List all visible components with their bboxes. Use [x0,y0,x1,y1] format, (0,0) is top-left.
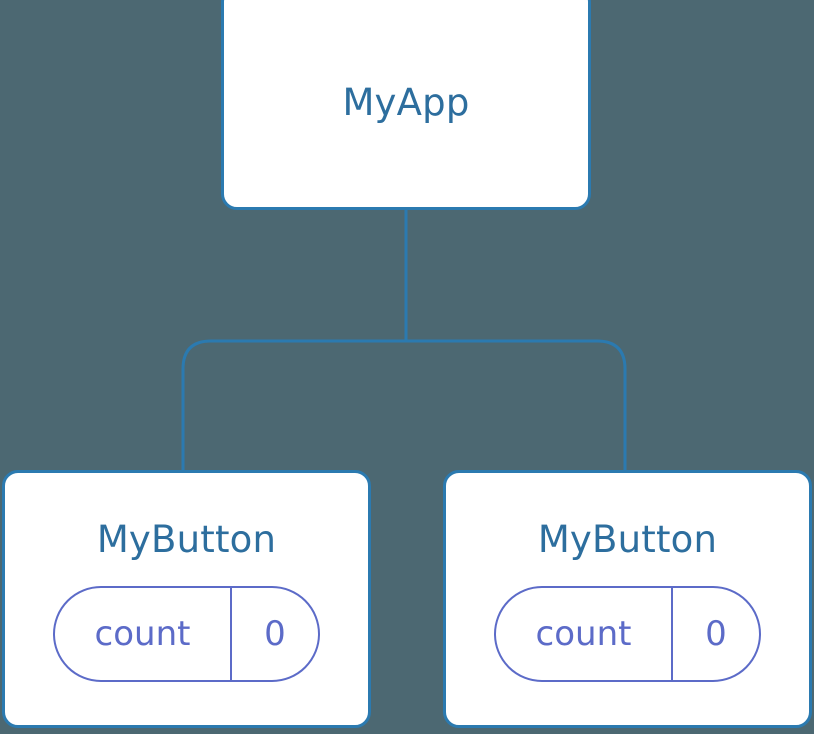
node-mybutton-1-title: MyButton [96,518,277,561]
state-pill-1-value: 0 [264,614,286,654]
state-pill-1[interactable]: count 0 [53,586,320,682]
state-pill-1-key: count [55,588,232,680]
node-myapp-title: MyApp [342,80,470,124]
node-mybutton-2[interactable]: MyButton count 0 [443,470,812,728]
node-mybutton-1[interactable]: MyButton count 0 [2,470,371,728]
node-myapp[interactable]: MyApp [221,0,591,210]
edge-branch-bar [181,339,627,470]
node-mybutton-2-title: MyButton [537,518,718,561]
state-pill-2[interactable]: count 0 [494,586,761,682]
state-pill-2-value: 0 [705,614,727,654]
state-pill-2-key: count [496,588,673,680]
